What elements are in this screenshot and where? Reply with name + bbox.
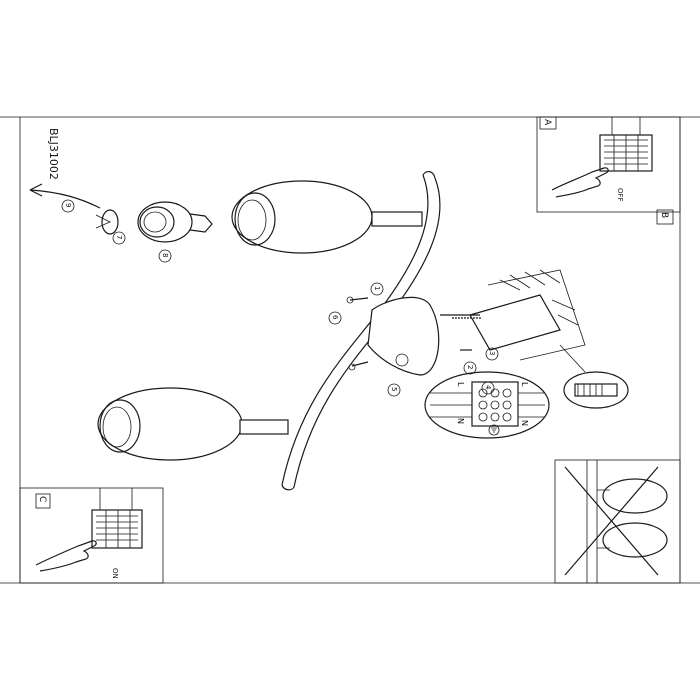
wire-label-neutral-right: N <box>520 420 529 426</box>
terminal-block-icon <box>91 509 143 549</box>
lower-lampholder <box>239 419 289 435</box>
wire-label-live-left: L <box>456 382 465 387</box>
step-marker-7: 7 <box>112 231 126 245</box>
svg-text:5: 5 <box>390 387 398 391</box>
step-marker-3: 3 <box>485 347 499 361</box>
mounting-bracket <box>440 269 586 361</box>
svg-text:4: 4 <box>484 385 492 390</box>
step-marker-8: 8 <box>158 249 172 263</box>
upper-lampholder <box>371 211 423 227</box>
step-marker-6: 6 <box>328 311 342 325</box>
step-marker-1: 1 <box>370 282 384 296</box>
canopy-screws <box>346 296 472 371</box>
panel-a: A OFF <box>536 116 681 213</box>
step-marker-5: 5 <box>387 383 401 397</box>
wire-label-neutral-left: N <box>456 418 465 424</box>
panel-c-tab <box>35 493 51 509</box>
svg-text:6: 6 <box>331 315 339 320</box>
panel-a-letter: A <box>542 119 552 126</box>
panel-c: C ON <box>19 487 164 584</box>
svg-text:8: 8 <box>161 253 169 257</box>
wall-plug-callout <box>559 344 629 409</box>
wire-label-live-right: L <box>520 382 529 387</box>
panel-c-switch-state: ON <box>111 568 119 579</box>
hand-icon <box>35 540 97 572</box>
svg-text:7: 7 <box>115 235 123 239</box>
upper-lamp-shade <box>231 180 423 254</box>
panel-b: B <box>656 209 674 225</box>
panel-b-letter: B <box>659 212 669 218</box>
panel-a-switch-state: OFF <box>616 188 624 202</box>
panel-a-tab <box>539 116 557 130</box>
incorrect-mounting-panel <box>554 459 681 584</box>
step-marker-4: 4 <box>481 381 495 395</box>
ceiling-canopy <box>367 296 440 376</box>
svg-text:1: 1 <box>373 286 381 290</box>
terminal-connection-callout: L N L N <box>424 371 550 439</box>
step-marker-9: 9 <box>61 199 75 213</box>
lower-lamp-shade <box>97 387 289 461</box>
terminal-block-icon <box>599 134 653 172</box>
model-code: BLJ31002 <box>47 128 60 180</box>
step-marker-2: 2 <box>463 361 477 375</box>
svg-text:3: 3 <box>488 351 496 355</box>
exploded-socket-parts <box>29 183 213 243</box>
panel-c-letter: C <box>37 496 47 502</box>
hand-icon <box>551 167 609 198</box>
arrow-icon <box>29 189 101 209</box>
earth-symbol-icon <box>488 424 500 436</box>
step-markers: 1 2 3 4 5 6 7 8 <box>61 199 499 397</box>
svg-text:2: 2 <box>466 365 474 369</box>
svg-text:9: 9 <box>64 203 72 207</box>
